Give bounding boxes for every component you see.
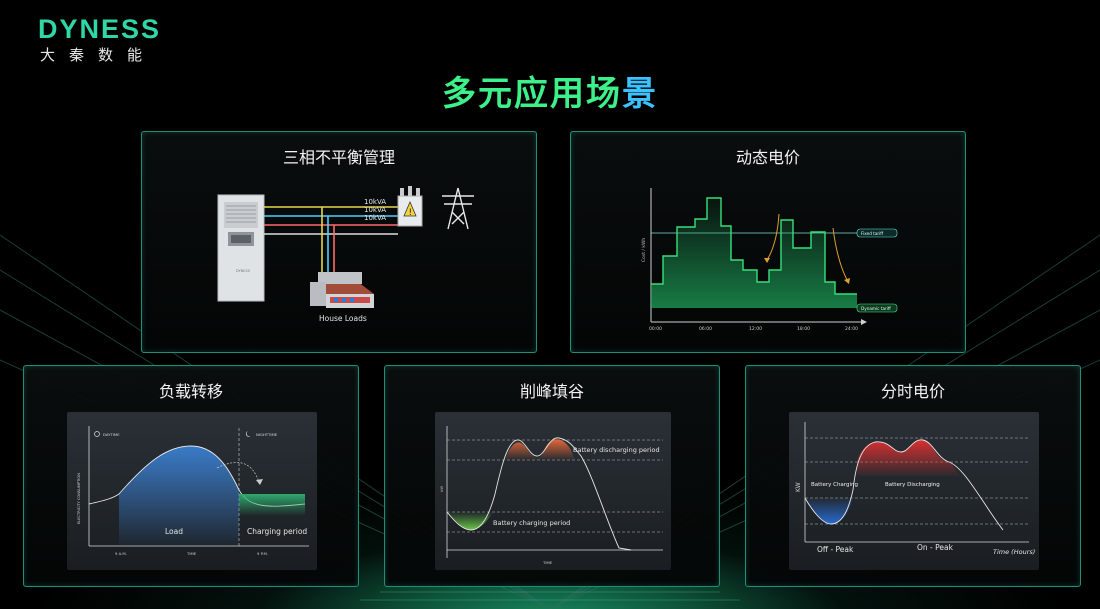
load-area bbox=[119, 446, 239, 546]
y-axis-label: Cost / kWh bbox=[641, 238, 647, 262]
line-label-2: 10kVA bbox=[364, 206, 386, 214]
panel-title: 负载转移 bbox=[158, 382, 223, 401]
y-axis-label: KW bbox=[795, 482, 802, 492]
cabinet-label: DYNESS bbox=[236, 269, 251, 273]
discharging-area bbox=[857, 439, 961, 476]
y-axis-label: kW bbox=[439, 486, 444, 492]
x-tick: 12:00 bbox=[749, 326, 762, 332]
shift-arrow bbox=[216, 462, 260, 483]
panel-title: 分时电价 bbox=[880, 382, 945, 401]
panel-title: 三相不平衡管理 bbox=[282, 148, 395, 167]
load-curve bbox=[804, 439, 1004, 531]
discharging-label: Battery Discharging bbox=[885, 482, 940, 488]
discharging-label: Battery discharging period bbox=[573, 446, 660, 454]
phase-lines bbox=[264, 206, 398, 280]
charging-label: Battery charging period bbox=[493, 519, 570, 527]
peak-shaving-chart: kW Battery discharging period Battery ch… bbox=[435, 412, 671, 570]
power-pylon-icon bbox=[442, 187, 474, 230]
panel-peak-shaving: 削峰填谷 kW bbox=[384, 365, 720, 587]
peak-shaving-svg: kW Battery discharging period Battery ch… bbox=[439, 426, 663, 565]
dynamic-tariff-line bbox=[651, 197, 857, 295]
night-label: NIGHTTIME bbox=[256, 432, 278, 437]
dynamic-tariff-chart: Cost / kWh Fixed tariff Dynamic tariff 0… bbox=[641, 188, 898, 332]
house-loads-icon bbox=[310, 272, 374, 308]
dynamic-tariff-tag: Dynamic tariff bbox=[861, 306, 891, 311]
panel-three-phase-imbalance: 三相不平衡管理 DYNESS 10kVA 10kVA 10kVA bbox=[141, 131, 537, 353]
x-axis-label: TIME bbox=[542, 560, 553, 565]
charging-area bbox=[805, 498, 853, 524]
panel-load-shifting: 负载转移 ELECTRICITY CONSUMPTION DAYTIME NIG… bbox=[23, 365, 359, 587]
x-tick: 00:00 bbox=[649, 326, 662, 332]
line-label-1: 10kVA bbox=[364, 198, 386, 206]
charging-area bbox=[239, 494, 305, 516]
fixed-tariff-tag-box bbox=[856, 228, 898, 238]
page-title-main: 多元应用场 bbox=[442, 74, 622, 114]
svg-text:!: ! bbox=[409, 208, 413, 218]
three-phase-diagram: DYNESS 10kVA 10kVA 10kVA ! bbox=[217, 186, 474, 323]
x-tick: 06:00 bbox=[699, 326, 712, 332]
house-loads-label: House Loads bbox=[319, 314, 367, 323]
battery-cabinet-icon bbox=[217, 194, 265, 302]
load-label: Load bbox=[165, 527, 183, 536]
sun-icon bbox=[94, 431, 100, 437]
y-axis-label: ELECTRICITY CONSUMPTION bbox=[77, 473, 81, 524]
page-title-accent: 景 bbox=[622, 74, 658, 114]
x-tick: 24:00 bbox=[845, 326, 858, 332]
price-arrow-1 bbox=[766, 213, 780, 261]
time-of-use-svg: KW Battery Charging Battery Discharging … bbox=[795, 422, 1035, 556]
price-arrow-2 bbox=[832, 227, 848, 281]
brand-name-cn: 大秦数能 bbox=[40, 46, 157, 64]
x-axis-label: Time (Hours) bbox=[993, 548, 1035, 556]
fixed-tariff-tag: Fixed tariff bbox=[861, 231, 883, 236]
moon-icon bbox=[245, 431, 251, 437]
x-tick: 9 P.M. bbox=[257, 551, 268, 556]
panel-title: 削峰填谷 bbox=[519, 382, 584, 401]
brand-name-en: DYNESS bbox=[38, 14, 162, 44]
charging-period-label: Charging period bbox=[247, 527, 307, 536]
x-tick: 9 A.M. bbox=[115, 551, 127, 556]
x-tick: 18:00 bbox=[797, 326, 810, 332]
on-peak-label: On - Peak bbox=[917, 543, 954, 552]
transformer-icon: ! bbox=[397, 186, 423, 227]
day-label: DAYTIME bbox=[103, 432, 120, 437]
panel-title: 动态电价 bbox=[735, 148, 800, 167]
panel-dynamic-tariff: 动态电价 Cost / kWh Fixed tariff Dynamic tar… bbox=[570, 131, 966, 353]
discharge-area bbox=[505, 439, 575, 460]
dynamic-tariff-area bbox=[651, 198, 857, 308]
off-peak-label: Off - Peak bbox=[817, 545, 854, 554]
load-shifting-chart: ELECTRICITY CONSUMPTION DAYTIME NIGHTTIM… bbox=[67, 412, 317, 570]
load-curve bbox=[446, 437, 632, 551]
brand-logo: DYNESS 大秦数能 bbox=[38, 14, 161, 65]
panel-time-of-use: 分时电价 KW bbox=[745, 365, 1081, 587]
load-shifting-svg: ELECTRICITY CONSUMPTION DAYTIME NIGHTTIM… bbox=[77, 426, 309, 556]
charge-area bbox=[447, 512, 493, 530]
time-of-use-chart: KW Battery Charging Battery Discharging … bbox=[789, 412, 1039, 570]
page-title: 多元应用场景 bbox=[0, 66, 1100, 115]
x-tick: TIME bbox=[186, 551, 197, 556]
charging-label: Battery Charging bbox=[811, 482, 858, 488]
line-label-3: 10kVA bbox=[364, 214, 386, 222]
dynamic-tariff-tag-box bbox=[856, 303, 898, 313]
